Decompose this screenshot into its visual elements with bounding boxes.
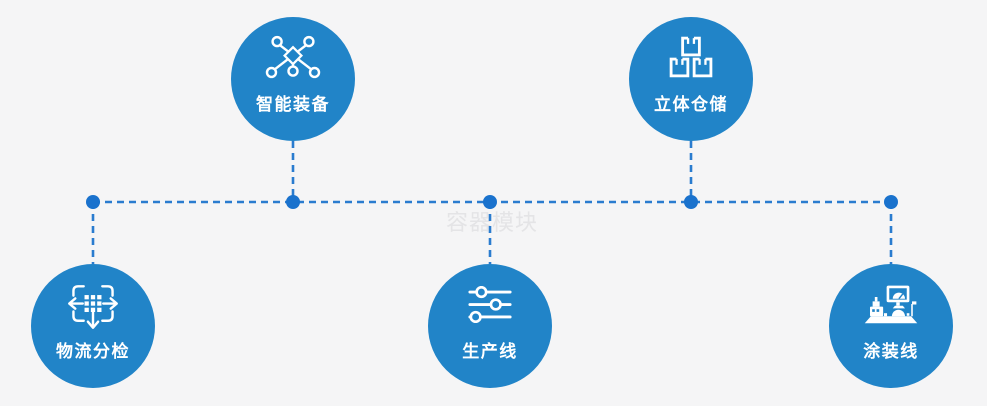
- production-line-button[interactable]: 生产线: [428, 264, 552, 388]
- node-stereo-warehouse: 立体仓储: [629, 17, 753, 141]
- network-nodes-icon: [264, 31, 322, 83]
- node-label: 智能装备: [256, 95, 330, 114]
- node-production-line: 生产线: [428, 264, 552, 388]
- node-label: 物流分检: [56, 342, 130, 361]
- junction-dot: [286, 195, 300, 209]
- junction-dot: [684, 195, 698, 209]
- junction-dot: [483, 195, 497, 209]
- sliders-icon: [467, 278, 513, 330]
- junction-dot-group: [86, 195, 898, 209]
- machine-monitor-icon: [862, 278, 920, 330]
- node-label: 生产线: [462, 342, 518, 361]
- junction-dot: [884, 195, 898, 209]
- logistics-sorting-button[interactable]: 物流分检: [31, 264, 155, 388]
- stacked-boxes-icon: [669, 31, 713, 83]
- sorting-arrows-icon: [65, 278, 121, 330]
- node-label: 涂装线: [863, 342, 919, 361]
- node-smart-equipment: 智能装备: [231, 17, 355, 141]
- junction-dot: [86, 195, 100, 209]
- painting-line-button[interactable]: 涂装线: [829, 264, 953, 388]
- node-logistics-sorting: 物流分检: [31, 264, 155, 388]
- stereo-warehouse-button[interactable]: 立体仓储: [629, 17, 753, 141]
- node-label: 立体仓储: [654, 95, 728, 114]
- watermark-text: 容器模块: [446, 210, 539, 235]
- smart-equipment-button[interactable]: 智能装备: [231, 17, 355, 141]
- node-painting-line: 涂装线: [829, 264, 953, 388]
